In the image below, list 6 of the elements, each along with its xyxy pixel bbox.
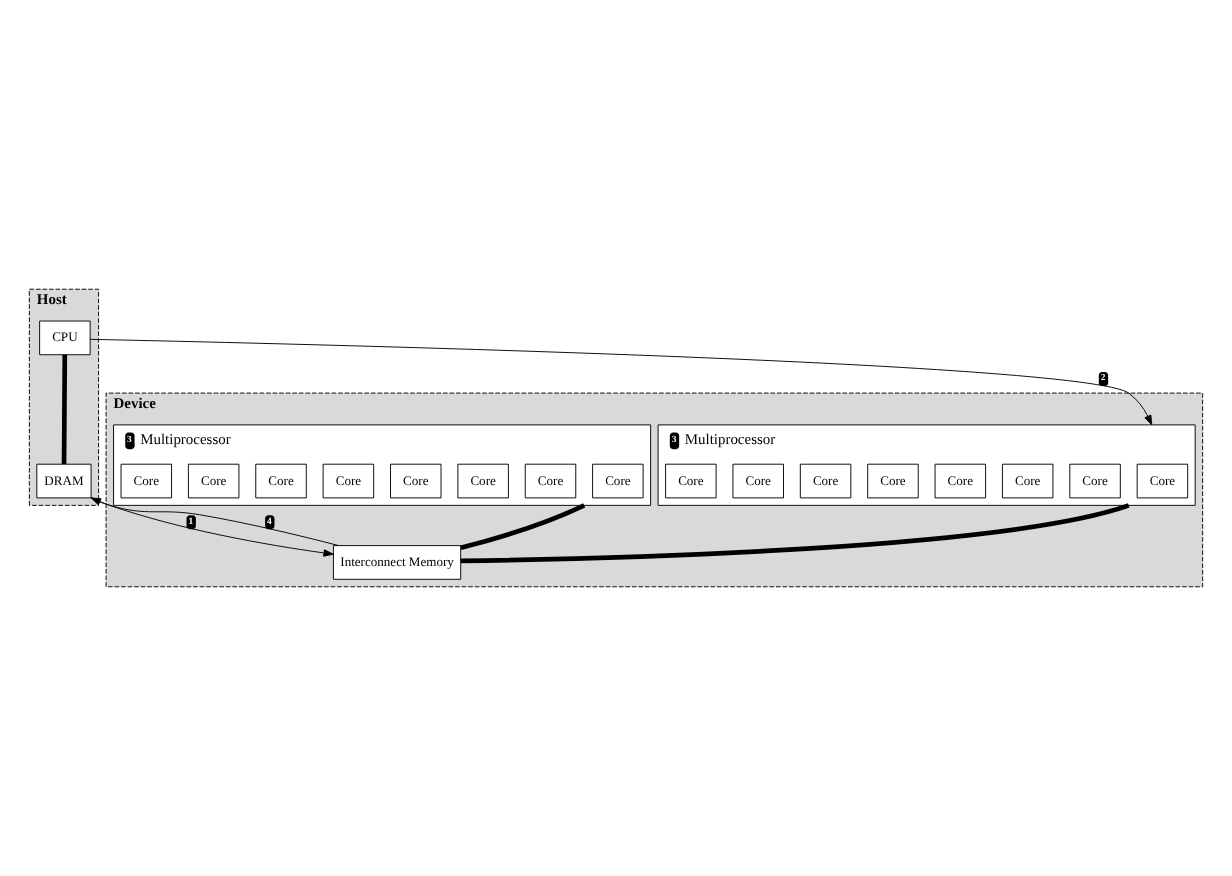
connector [460, 503, 586, 550]
connector [61, 354, 68, 465]
arrow [90, 497, 340, 547]
connector [460, 503, 1130, 564]
arrow [89, 338, 1153, 426]
arrow [90, 497, 334, 557]
